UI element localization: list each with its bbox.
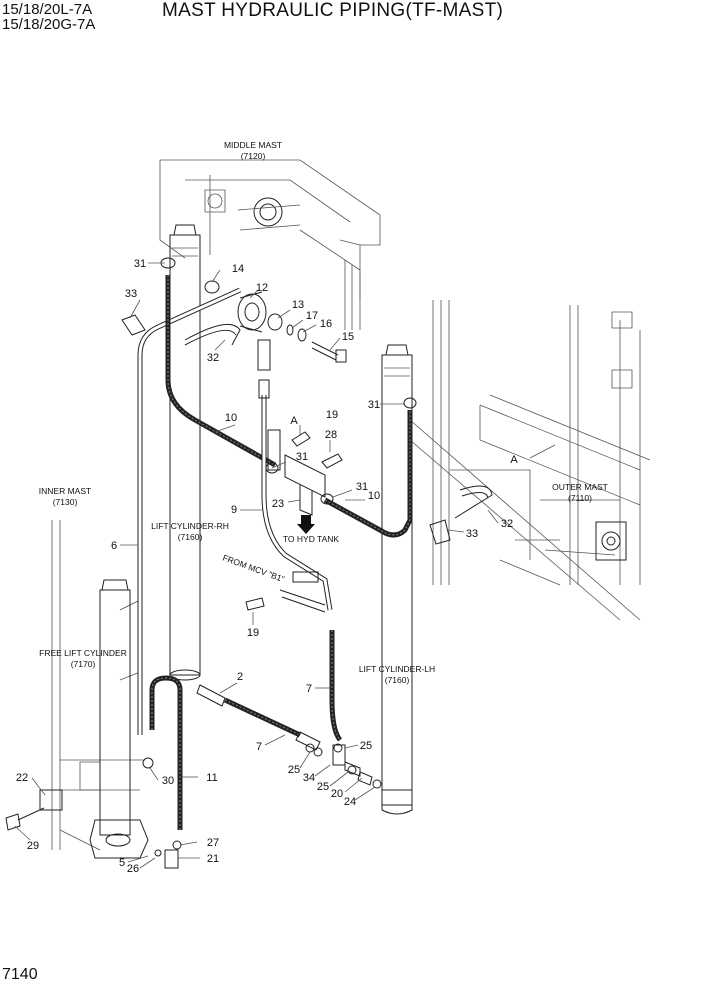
clamp-33 xyxy=(121,314,146,336)
clip-32 xyxy=(184,323,241,346)
callout-29: 29 xyxy=(27,840,39,852)
label-outer-mast: OUTER MAST xyxy=(552,482,608,492)
callout-21: 21 xyxy=(207,853,219,865)
fittings-lh-bottom xyxy=(305,743,382,789)
label-outer-mast-code: (7110) xyxy=(568,493,592,503)
label-inner-mast: INNER MAST xyxy=(39,486,91,496)
callout-10: 10 xyxy=(368,490,380,502)
label-free-lift: FREE LIFT CYLINDER xyxy=(39,648,127,658)
label-detail-a-2: A xyxy=(510,454,518,466)
callout-13: 13 xyxy=(292,299,304,311)
callout-25: 25 xyxy=(360,740,372,752)
callout-19: 19 xyxy=(247,627,259,639)
label-middle-mast-code: (7120) xyxy=(241,151,266,161)
label-lift-cyl-rh: LIFT CYLINDER-RH xyxy=(151,521,229,531)
label-lift-cyl-lh-code: (7160) xyxy=(385,675,410,685)
model-line-2: 15/18/20G-7A xyxy=(2,16,96,33)
callout-24: 24 xyxy=(344,796,356,808)
label-middle-mast: MIDDLE MAST xyxy=(224,140,282,150)
outer-mast-frame xyxy=(409,300,651,621)
callout-7: 7 xyxy=(256,741,262,753)
lift-cylinder-lh xyxy=(381,344,413,815)
callout-34: 34 xyxy=(303,772,315,784)
model-line-1: 15/18/20L-7A xyxy=(2,1,93,18)
callout-12: 12 xyxy=(256,282,268,294)
leader-lines xyxy=(14,262,556,869)
hose-7-lh xyxy=(329,630,343,742)
callout-17: 17 xyxy=(306,310,318,322)
label-inner-mast-code: (7130) xyxy=(53,497,78,507)
callout-22: 22 xyxy=(16,772,28,784)
sheave-12 xyxy=(237,291,267,333)
callout-31: 31 xyxy=(296,451,308,463)
callout-11: 11 xyxy=(206,772,217,784)
callout-33: 33 xyxy=(466,528,478,540)
from-mcv-line xyxy=(279,571,326,613)
arrow-to-tank xyxy=(297,515,315,534)
fitting-19-28 xyxy=(245,431,343,611)
page-number: 7140 xyxy=(2,966,38,983)
label-detail-a-1: A xyxy=(290,415,298,427)
callout-7: 7 xyxy=(306,683,312,695)
hose-10-lh xyxy=(323,410,413,538)
tee-23 xyxy=(267,429,326,516)
callout-16: 16 xyxy=(320,318,332,330)
callout-26: 26 xyxy=(127,863,139,875)
washer-17 xyxy=(286,324,294,336)
callout-25: 25 xyxy=(288,764,300,776)
callout-5: 5 xyxy=(119,857,125,869)
callout-23: 23 xyxy=(272,498,284,510)
callout-28: 28 xyxy=(325,429,337,441)
part-callouts: 31 14 12 33 13 17 16 15 32 31 10 19 28 3… xyxy=(16,258,513,875)
callout-15: 15 xyxy=(342,331,354,343)
callout-9: 9 xyxy=(231,504,237,516)
label-lift-cyl-rh-code: (7160) xyxy=(178,532,203,542)
detail-a-clip xyxy=(429,485,493,545)
label-from-mcv: FROM MCV "B1" xyxy=(221,552,286,584)
callout-19: 19 xyxy=(326,409,338,421)
callout-6: 6 xyxy=(111,540,117,552)
bracket-31 xyxy=(160,257,417,505)
callout-27: 27 xyxy=(207,837,219,849)
label-to-hyd-tank: TO HYD TANK xyxy=(283,534,340,544)
page-title: MAST HYDRAULIC PIPING(TF-MAST) xyxy=(162,0,504,21)
fittings-free-lift-bottom xyxy=(5,757,182,869)
callout-31: 31 xyxy=(356,481,368,493)
callout-14: 14 xyxy=(232,263,244,275)
callout-33: 33 xyxy=(125,288,137,300)
callout-2: 2 xyxy=(237,671,243,683)
callout-25: 25 xyxy=(317,781,329,793)
callout-31: 31 xyxy=(368,399,380,411)
callout-31: 31 xyxy=(134,258,146,270)
component-labels: MIDDLE MAST (7120) INNER MAST (7130) OUT… xyxy=(39,140,608,685)
label-free-lift-code: (7170) xyxy=(71,659,96,669)
label-lift-cyl-lh: LIFT CYLINDER-LH xyxy=(359,664,435,674)
callout-10: 10 xyxy=(225,412,237,424)
hose-6 xyxy=(137,287,242,735)
callout-32: 32 xyxy=(207,352,219,364)
callout-30: 30 xyxy=(162,775,174,787)
bolt-15 xyxy=(311,341,347,363)
hose-11 xyxy=(149,675,183,830)
callout-20: 20 xyxy=(331,788,343,800)
hose-7-horizontal xyxy=(196,684,321,751)
callout-32: 32 xyxy=(501,518,513,530)
inner-mast-frame xyxy=(51,520,145,851)
middle-mast-frame xyxy=(159,159,381,330)
bushing-13 xyxy=(267,313,283,331)
lift-cylinder-rh xyxy=(169,224,201,681)
nut-16 xyxy=(297,328,307,342)
pipe-9 xyxy=(257,339,333,611)
hose-10-rh xyxy=(165,275,277,468)
bolt-14 xyxy=(204,280,220,294)
